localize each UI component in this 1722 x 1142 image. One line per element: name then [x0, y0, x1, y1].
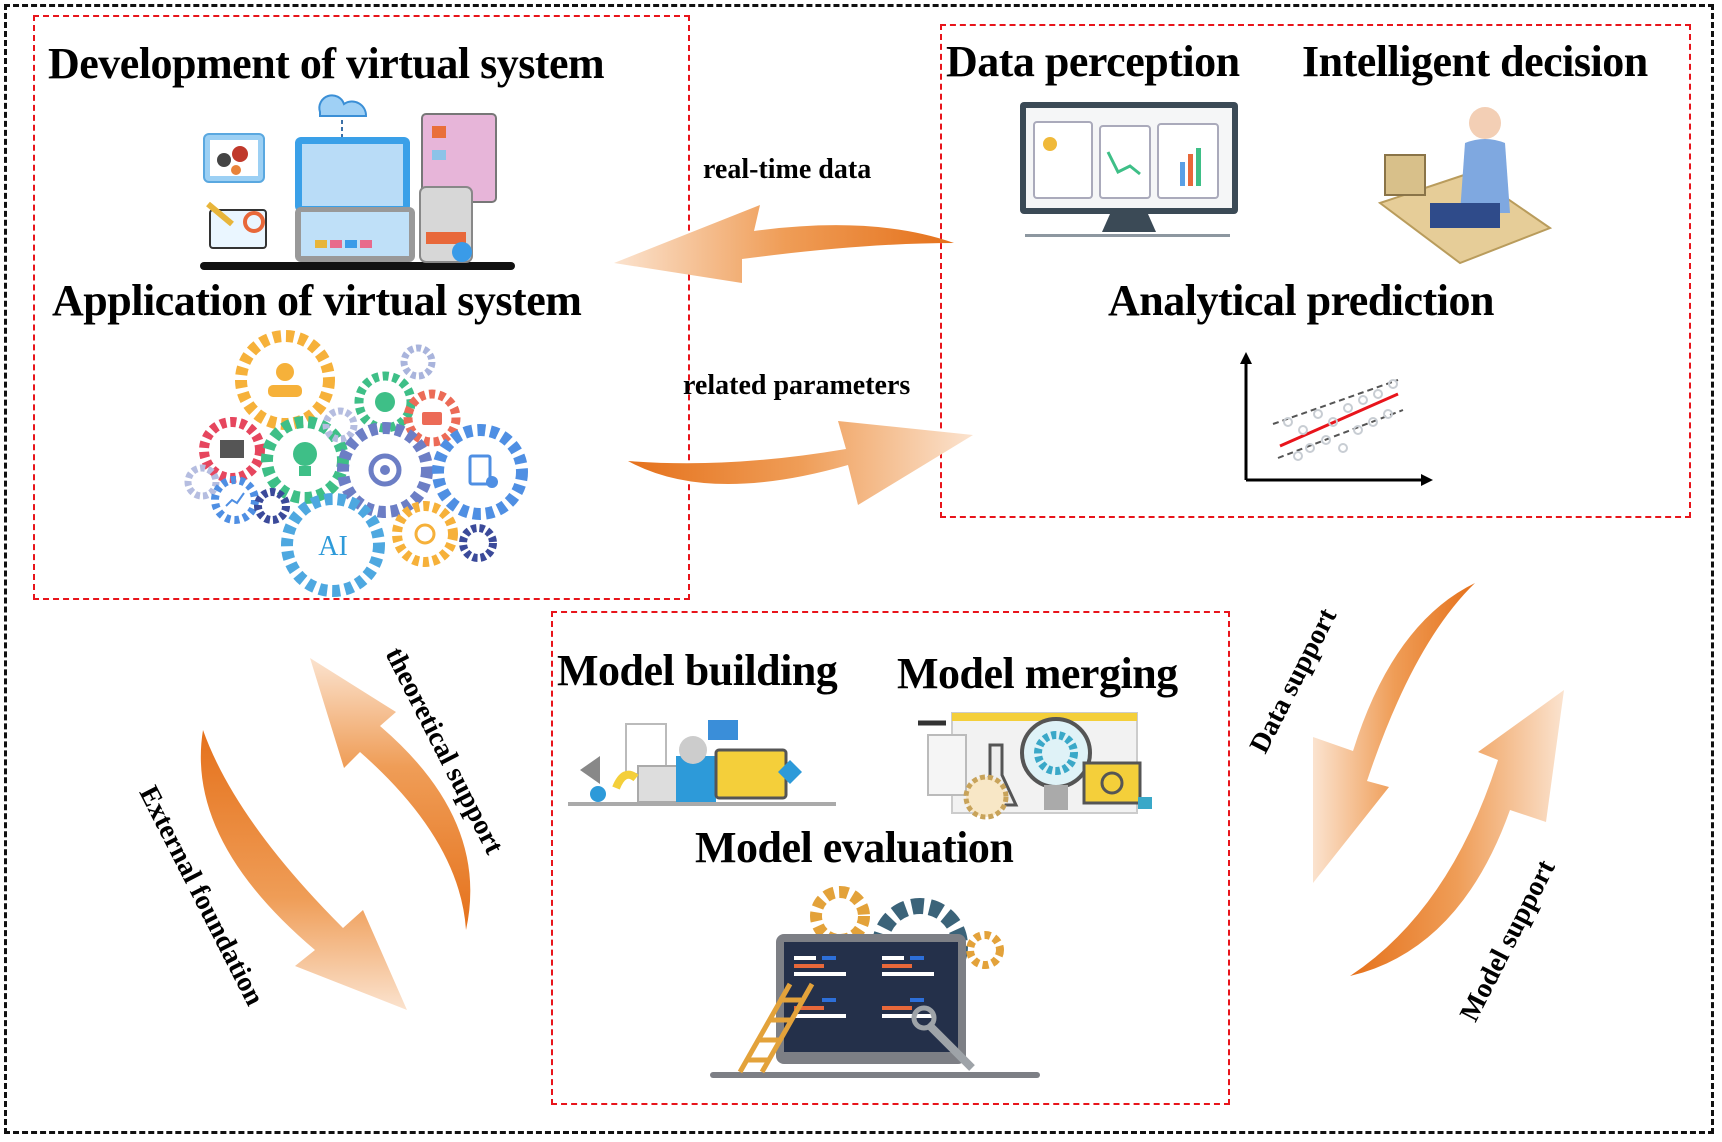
intelligent-decision-title: Intelligent decision	[1302, 37, 1648, 86]
related-parameters-label: related parameters	[683, 370, 911, 401]
gear-icon	[963, 774, 1009, 820]
data-processing-module	[940, 24, 1691, 518]
gear-team-icon	[235, 330, 335, 430]
data-support-arrow	[1313, 583, 1475, 883]
development-illustration	[200, 94, 515, 270]
intelligent-decision-person-illustration	[1377, 107, 1553, 265]
ladder-icon	[737, 982, 815, 1074]
model-merging-title: Model merging	[897, 649, 1178, 698]
application-gears-illustration: AI	[184, 330, 528, 597]
gear-pie-chart-icon	[354, 371, 416, 433]
model-building-illustration	[568, 720, 836, 806]
gear-icon	[679, 736, 707, 764]
data-perception-monitor-illustration	[1020, 102, 1238, 237]
model-module	[551, 611, 1230, 1105]
gear-briefcase-icon	[403, 389, 461, 447]
model-evaluation-illustration	[710, 886, 1040, 1078]
analytical-prediction-title: Analytical prediction	[1108, 276, 1494, 325]
cloud-icon	[318, 94, 368, 117]
gear-lightbulb-icon	[261, 416, 349, 504]
gear-small-icon	[322, 407, 358, 443]
gear-small-dark-icon	[459, 524, 497, 562]
external-foundation-arrow	[200, 730, 407, 1010]
person-head-icon	[1469, 107, 1501, 139]
gear-alarm-clock-icon	[392, 501, 458, 567]
virtual-system-module	[33, 15, 690, 600]
regression-line	[1279, 392, 1399, 448]
outer-frame	[4, 4, 1714, 1134]
gear-line-chart-icon	[211, 476, 259, 524]
gear-icon	[810, 886, 870, 946]
wrench-icon	[911, 1005, 975, 1071]
ai-label: AI	[318, 531, 348, 562]
gear-icon	[966, 931, 1004, 969]
gear-icon	[243, 211, 265, 233]
development-title: Development of virtual system	[48, 39, 605, 88]
lower-bound-line	[1277, 409, 1404, 459]
real-time-data-label: real-time data	[703, 154, 872, 185]
gear-small-icon	[400, 344, 436, 380]
gear-icon	[231, 165, 241, 175]
real-time-data-arrow	[614, 205, 954, 283]
gear-icon	[232, 146, 248, 162]
gear-ai-icon: AI	[281, 493, 385, 597]
related-parameters-arrow	[628, 421, 973, 505]
y-axis-arrowhead	[1240, 352, 1252, 364]
model-evaluation-title: Model evaluation	[695, 823, 1014, 872]
data-perception-title: Data perception	[946, 37, 1240, 86]
gear-small-icon	[184, 464, 220, 500]
x-axis-arrowhead	[1421, 474, 1433, 486]
model-merging-illustration	[918, 712, 1152, 820]
gear-target-icon	[337, 422, 433, 518]
gear-checklist-icon	[432, 424, 528, 520]
model-support-arrow	[1350, 690, 1564, 976]
application-title: Application of virtual system	[52, 276, 582, 325]
upper-bound-line	[1272, 379, 1399, 425]
gear-small-dark-icon	[254, 488, 290, 524]
gear-icon	[1034, 731, 1078, 775]
theoretical-support-arrow	[310, 658, 471, 930]
gear-icon	[217, 153, 231, 167]
analytical-prediction-chart-illustration	[1240, 352, 1433, 486]
model-building-title: Model building	[557, 646, 838, 695]
